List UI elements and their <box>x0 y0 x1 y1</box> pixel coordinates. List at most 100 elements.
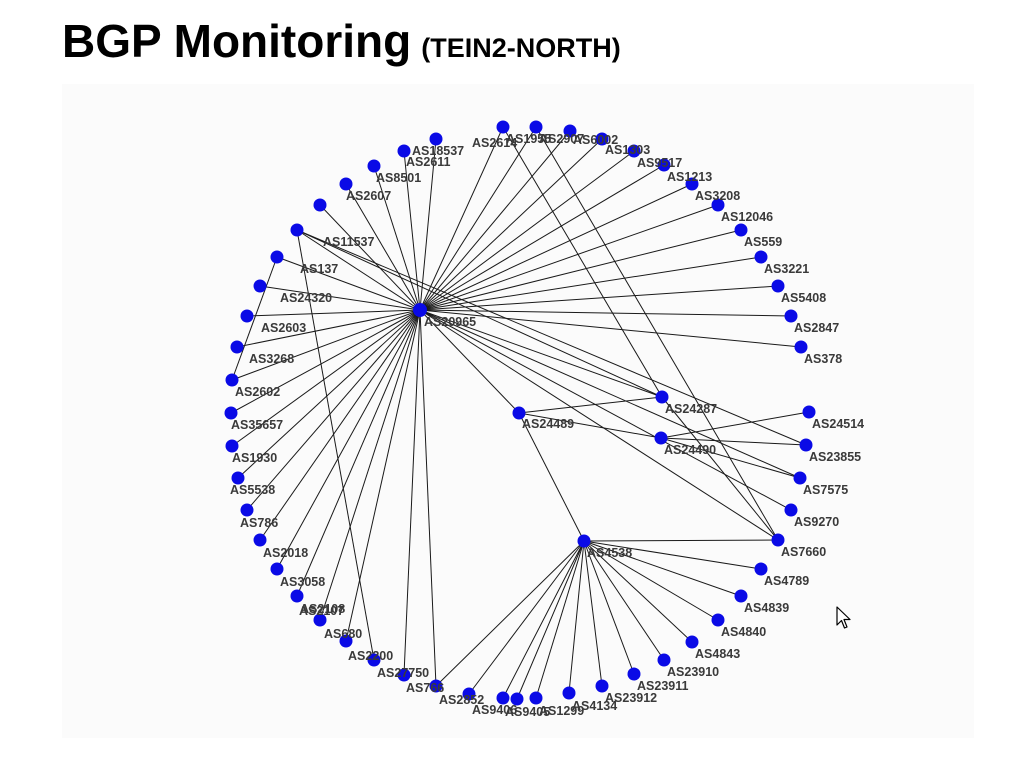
node-label-as3221: AS3221 <box>764 262 809 276</box>
edge-AS4538-AS4843 <box>583 540 693 643</box>
node-as18537[interactable] <box>397 144 411 158</box>
node-as3208[interactable] <box>685 177 699 191</box>
node-as7660[interactable] <box>771 533 785 547</box>
slide-subtitle: (TEIN2-NORTH) <box>421 33 621 63</box>
edge-AS24490-AS23855 <box>660 437 807 446</box>
node-as3221[interactable] <box>754 250 768 264</box>
edge-AS20965-AS11537 <box>296 229 421 311</box>
node-as23855[interactable] <box>799 438 813 452</box>
edge-AS20965-AS2907 <box>419 126 537 311</box>
node-as2852[interactable] <box>462 687 476 701</box>
edge-AS20965-AS1213 <box>419 164 665 311</box>
edge-AS20965-AS35657 <box>230 309 421 414</box>
node-as2602[interactable] <box>225 373 239 387</box>
node-as4839[interactable] <box>734 589 748 603</box>
node-as12046[interactable] <box>711 198 725 212</box>
node-as2603[interactable] <box>240 309 254 323</box>
node-as2611[interactable] <box>367 159 381 173</box>
edge-AS20965-AS2018 <box>259 309 421 541</box>
node-as2018[interactable] <box>253 533 267 547</box>
edge-AS4538-AS4789 <box>583 540 762 570</box>
node-label-as2602: AS2602 <box>235 385 280 399</box>
edge-AS20965-AS3208 <box>419 183 693 311</box>
node-as4789[interactable] <box>754 562 768 576</box>
node-as1930[interactable] <box>225 439 239 453</box>
edge-AS4538-AS23912 <box>583 540 603 687</box>
node-as24287[interactable] <box>655 390 669 404</box>
node-as4134[interactable] <box>562 686 576 700</box>
node-as2907[interactable] <box>529 120 543 134</box>
node-as23911[interactable] <box>627 667 641 681</box>
edges-layer <box>230 126 810 700</box>
node-as20965[interactable] <box>413 303 427 317</box>
node-as9270[interactable] <box>784 503 798 517</box>
edge-AS11537-AS2200 <box>296 229 375 661</box>
edge-AS20965-AS2614 <box>419 138 437 311</box>
edge-AS20965-AS786 <box>246 309 421 511</box>
node-as1955[interactable] <box>496 120 510 134</box>
node-label-as24489: AS24489 <box>522 417 574 431</box>
node-as11537[interactable] <box>290 223 304 237</box>
node-label-as6002: AS6002 <box>573 133 618 147</box>
node-as8501[interactable] <box>339 177 353 191</box>
edge-AS20965-AS9517 <box>419 150 635 311</box>
node-as7575[interactable] <box>793 471 807 485</box>
node-label-as2018: AS2018 <box>263 546 308 560</box>
node-label-as2611: AS2611 <box>406 155 451 169</box>
node-as5408[interactable] <box>771 279 785 293</box>
node-label-as4843: AS4843 <box>695 647 740 661</box>
node-as24514[interactable] <box>802 405 816 419</box>
edge-AS20965-AS3058 <box>276 309 421 570</box>
node-label-as23912: AS23912 <box>605 691 657 705</box>
node-as2107[interactable] <box>313 613 327 627</box>
node-as1299[interactable] <box>529 691 543 705</box>
edge-AS20965-AS766 <box>419 309 437 687</box>
node-as24490[interactable] <box>654 431 668 445</box>
node-label-as4839: AS4839 <box>744 601 789 615</box>
node-as4840[interactable] <box>711 613 725 627</box>
node-as6002[interactable] <box>563 124 577 138</box>
edge-AS20965-AS137 <box>276 256 421 311</box>
node-as559[interactable] <box>734 223 748 237</box>
node-as3058[interactable] <box>270 562 284 576</box>
node-as2200[interactable] <box>367 653 381 667</box>
node-as1303[interactable] <box>595 132 609 146</box>
node-as5538[interactable] <box>231 471 245 485</box>
node-label-as3208: AS3208 <box>695 189 740 203</box>
node-as24320[interactable] <box>253 279 267 293</box>
node-as23912[interactable] <box>595 679 609 693</box>
node-as2607[interactable] <box>313 198 327 212</box>
edge-AS4538-AS9406 <box>502 540 585 699</box>
nodes-layer <box>224 120 816 706</box>
node-as4538[interactable] <box>577 534 591 548</box>
node-as2847[interactable] <box>784 309 798 323</box>
node-as9405[interactable] <box>510 692 524 706</box>
node-label-as766: AS766 <box>406 681 444 695</box>
node-as27750[interactable] <box>397 668 411 682</box>
edge-AS20965-AS18537 <box>403 150 421 311</box>
node-label-as2603: AS2603 <box>261 321 306 335</box>
node-as1213[interactable] <box>657 158 671 172</box>
node-as4843[interactable] <box>685 635 699 649</box>
node-as766[interactable] <box>429 679 443 693</box>
node-as24489[interactable] <box>512 406 526 420</box>
node-as786[interactable] <box>240 503 254 517</box>
slide-title: BGP Monitoring(TEIN2-NORTH) <box>62 14 621 68</box>
node-as378[interactable] <box>794 340 808 354</box>
edge-AS4538-AS1299 <box>535 540 585 699</box>
node-as9406[interactable] <box>496 691 510 705</box>
node-as3268[interactable] <box>230 340 244 354</box>
edge-AS4538-AS9405 <box>516 540 585 700</box>
node-label-as2107: AS2107 <box>299 604 344 618</box>
node-as680[interactable] <box>339 634 353 648</box>
node-as23910[interactable] <box>657 653 671 667</box>
node-as2614[interactable] <box>429 132 443 146</box>
edge-AS20965-AS5538 <box>237 309 421 479</box>
node-as2108[interactable] <box>290 589 304 603</box>
node-label-as1299: AS1299 <box>539 704 584 718</box>
node-as9517[interactable] <box>627 144 641 158</box>
edge-AS20965-AS2607 <box>319 204 421 311</box>
edge-AS20965-AS7575 <box>419 309 801 479</box>
node-as137[interactable] <box>270 250 284 264</box>
node-as35657[interactable] <box>224 406 238 420</box>
